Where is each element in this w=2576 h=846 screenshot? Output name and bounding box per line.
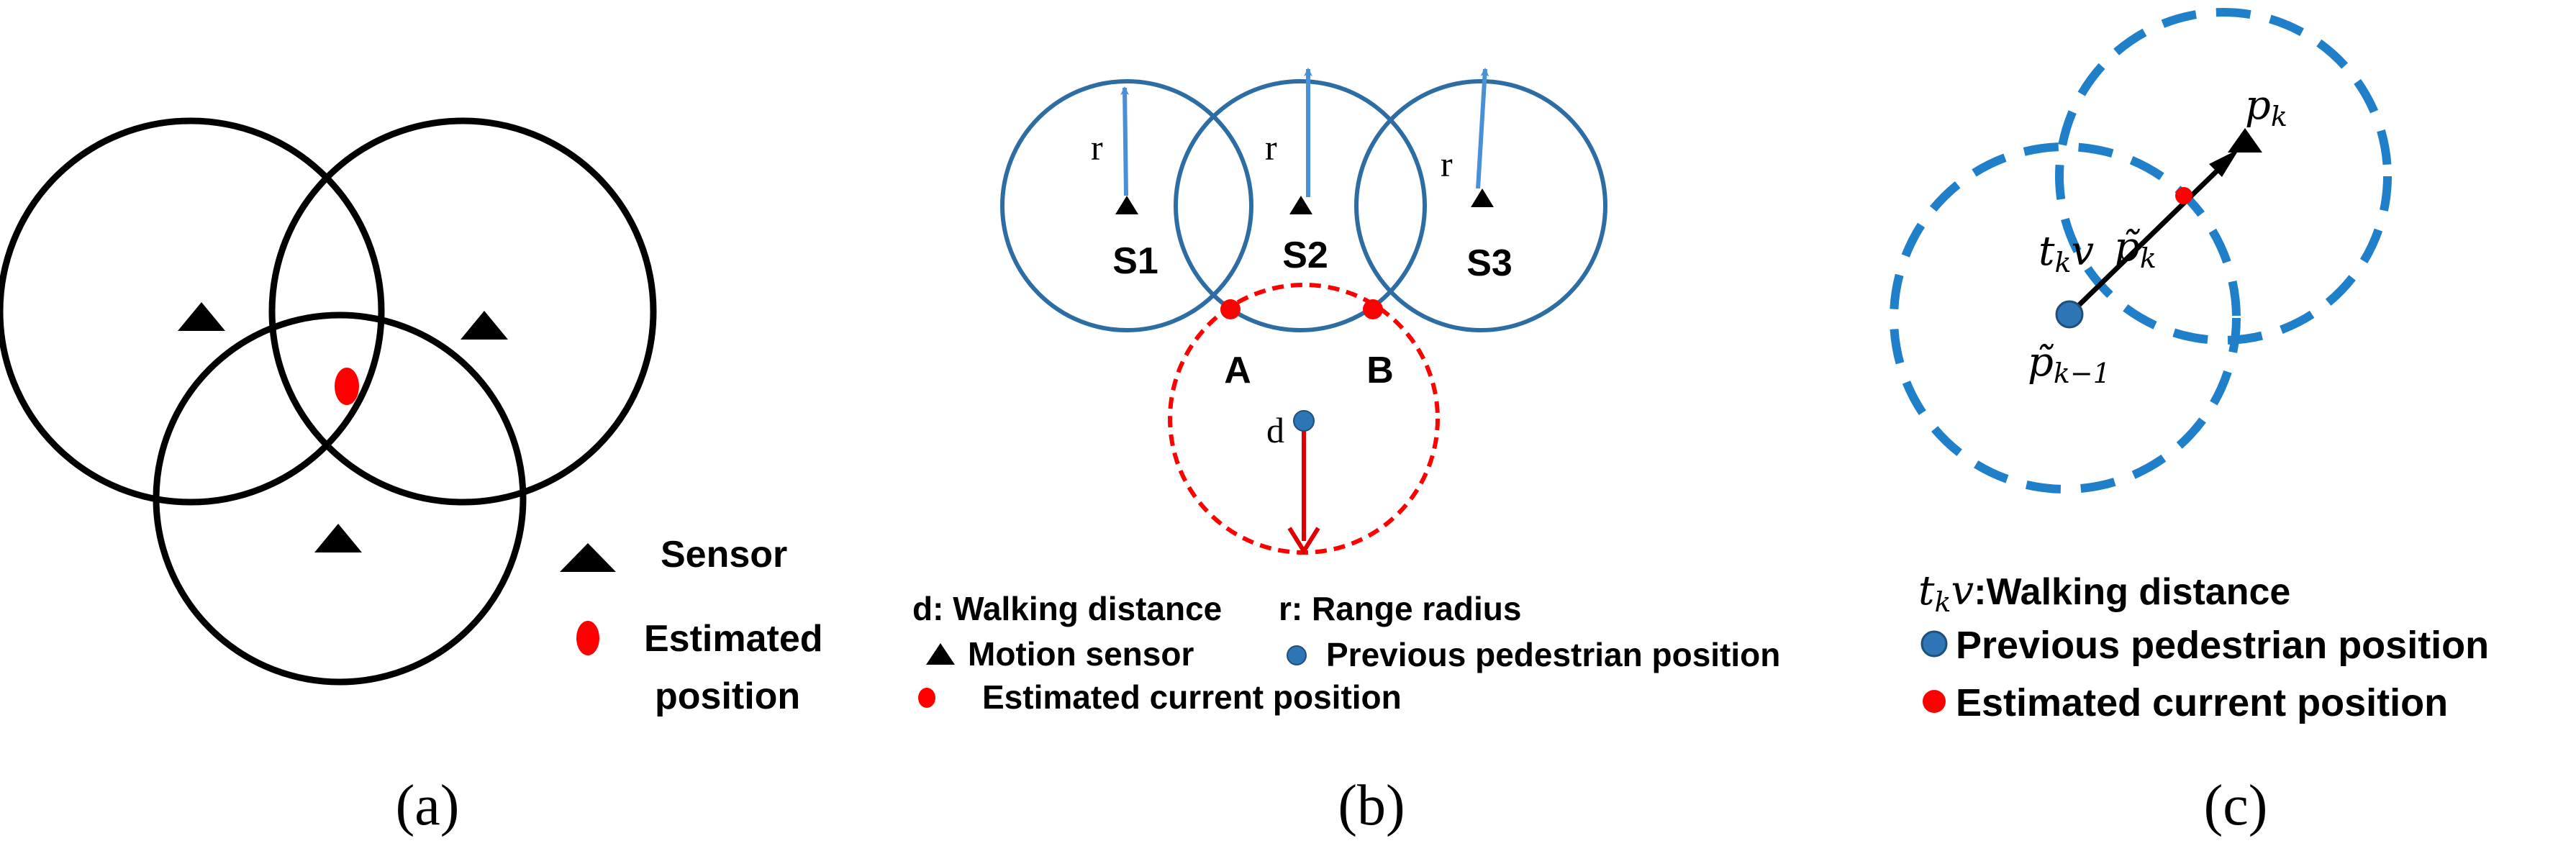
walking-vector bbox=[2067, 158, 2231, 317]
dashed-circle-previous bbox=[1890, 142, 2241, 494]
legend-previous-icon bbox=[1287, 645, 1307, 665]
radius-arrow-s1 bbox=[1120, 86, 1130, 196]
legend-previous-position: Previous pedestrian position bbox=[1956, 624, 2489, 667]
sensor-circle-s1 bbox=[1000, 79, 1253, 332]
radius-arrow-s3 bbox=[1476, 68, 1489, 189]
previous-position-dot bbox=[2055, 300, 2084, 329]
label-ptilde-k-sub: k bbox=[2140, 242, 2157, 274]
radius-label-s2: r bbox=[1265, 127, 1277, 168]
legend-sensor-label: Sensor bbox=[661, 534, 787, 576]
sensor-circle-s2 bbox=[1174, 79, 1427, 332]
sensor-label-s1: S1 bbox=[1112, 240, 1158, 282]
label-ptilde-prev: p̃k−1 bbox=[2028, 339, 2110, 389]
intersection-point-b bbox=[1363, 299, 1383, 319]
label-ptilde-k: p̃k bbox=[2114, 224, 2157, 274]
legend-walking-distance: tkv:Walking distance bbox=[1918, 568, 2290, 618]
walking-distance-arrowhead bbox=[1287, 527, 1320, 555]
sensor-triangle-bottom bbox=[314, 524, 362, 552]
radius-label-s3: r bbox=[1441, 144, 1453, 184]
label-tkv: tkv bbox=[2038, 228, 2095, 278]
estimated-position-dot bbox=[335, 368, 359, 405]
legend-walking-text: :Walking distance bbox=[1974, 571, 2290, 613]
intersection-point-a bbox=[1220, 299, 1241, 319]
caption-a: (a) bbox=[396, 774, 460, 837]
sensor-triangle-s2 bbox=[1289, 196, 1312, 214]
legend-walking-distance: d: Walking distance bbox=[912, 590, 1222, 627]
legend-estimated-position: Estimated current position bbox=[1956, 681, 2448, 724]
legend-walking-sub: k bbox=[1935, 586, 1951, 618]
label-prev-base: p̃ bbox=[2028, 339, 2054, 386]
legend-estimated-label-line2: position bbox=[655, 676, 800, 717]
sensor-triangle-s1 bbox=[1115, 196, 1138, 214]
sensor-label-s2: S2 bbox=[1282, 235, 1328, 276]
panel-a: Sensor Estimated position (a) bbox=[0, 117, 823, 837]
label-pk: pk bbox=[2245, 82, 2287, 132]
legend-motion-sensor: Motion sensor bbox=[968, 635, 1194, 673]
range-circle-bottom bbox=[153, 311, 527, 686]
legend-motion-sensor-icon bbox=[926, 643, 955, 665]
estimated-current-dot bbox=[2175, 187, 2192, 204]
legend-previous-icon bbox=[1920, 630, 1948, 658]
legend-estimated-icon bbox=[918, 688, 935, 708]
range-circle-left bbox=[0, 117, 385, 506]
label-ptilde-k-base: p̃ bbox=[2114, 224, 2141, 270]
legend-walking-v: v bbox=[1951, 568, 1974, 614]
legend-estimated-label-line1: Estimated bbox=[644, 618, 823, 660]
legend-estimated-position: Estimated current position bbox=[982, 678, 1402, 716]
legend-previous-position: Previous pedestrian position bbox=[1326, 636, 1780, 673]
intersection-label-a: A bbox=[1224, 350, 1251, 391]
label-pk-base: p bbox=[2245, 82, 2271, 129]
walking-distance-label: d bbox=[1266, 410, 1284, 450]
panel-c: pk p̃k tkv p̃k−1 tkv:Walking distance Pr… bbox=[1890, 8, 2489, 837]
sensor-circle-s3 bbox=[1354, 79, 1607, 332]
previous-position-dot bbox=[1293, 410, 1315, 432]
label-tkv-v: v bbox=[2072, 228, 2095, 275]
radius-label-s1: r bbox=[1091, 127, 1103, 168]
label-prev-sub: k−1 bbox=[2054, 358, 2110, 389]
caption-c: (c) bbox=[2204, 774, 2268, 837]
sensor-triangle-right bbox=[461, 311, 508, 340]
legend-sensor-icon bbox=[560, 543, 616, 572]
label-pk-sub: k bbox=[2271, 101, 2287, 132]
legend-walking-t: t bbox=[1918, 568, 1935, 614]
sensor-label-s3: S3 bbox=[1466, 242, 1513, 284]
panel-b: r r r S1 S2 S3 A B d d: Walking distance… bbox=[912, 68, 1780, 837]
legend-estimated-icon bbox=[1923, 690, 1946, 713]
sensor-triangle-pk bbox=[2228, 128, 2262, 153]
label-tkv-sub: k bbox=[2055, 247, 2072, 278]
legend-estimated-icon bbox=[576, 621, 599, 655]
label-tkv-t: t bbox=[2038, 228, 2055, 275]
dashed-circle-current bbox=[2055, 8, 2392, 345]
intersection-label-b: B bbox=[1366, 350, 1394, 391]
caption-b: (b) bbox=[1338, 774, 1405, 837]
legend-range-radius: r: Range radius bbox=[1279, 590, 1521, 627]
sensor-triangle-left bbox=[178, 302, 225, 331]
range-circle-right bbox=[268, 117, 657, 506]
sensor-triangle-s3 bbox=[1471, 188, 1494, 207]
walking-vector-arrowhead bbox=[2209, 149, 2239, 177]
